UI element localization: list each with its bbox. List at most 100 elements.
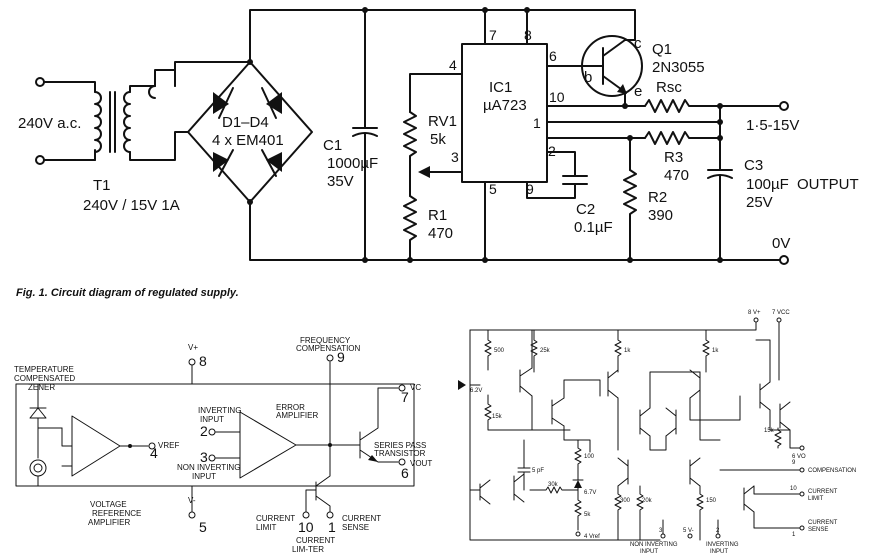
svg-text:8: 8 (524, 27, 532, 43)
capacitor-c1 (352, 9, 378, 261)
q1-part: 2N3055 (652, 59, 705, 76)
r3-value: 470 (664, 167, 689, 184)
svg-text:25k: 25k (540, 348, 551, 354)
svg-text:AMPLIFIER: AMPLIFIER (88, 518, 130, 527)
c3-value: 100µF (746, 176, 789, 193)
svg-text:LIMIT: LIMIT (256, 523, 277, 532)
r2-value: 390 (648, 207, 673, 224)
error-amplifier (239, 411, 297, 479)
svg-text:6: 6 (401, 465, 409, 481)
ac-input-terminal-bottom (35, 155, 45, 165)
svg-text:4: 4 (150, 445, 158, 461)
svg-text:NON INVERTING: NON INVERTING (630, 542, 678, 548)
output-label: OUTPUT (797, 176, 859, 193)
svg-text:8 V+: 8 V+ (748, 310, 761, 316)
svg-text:REFERENCE: REFERENCE (92, 509, 141, 518)
svg-text:TEMPERATURE: TEMPERATURE (14, 365, 74, 374)
svg-text:9: 9 (337, 349, 345, 365)
output-terminal-ground (779, 255, 789, 265)
svg-text:20k: 20k (642, 498, 653, 504)
svg-text:V-: V- (188, 496, 196, 505)
svg-text:VOUT: VOUT (410, 459, 432, 468)
svg-text:1k: 1k (624, 348, 631, 354)
ac-input-label: 240V a.c. (18, 115, 81, 132)
svg-text:VC: VC (410, 383, 421, 392)
ic1-box (461, 43, 548, 183)
svg-text:FREQUENCY: FREQUENCY (300, 336, 351, 345)
r2-ref: R2 (648, 189, 667, 206)
svg-text:1: 1 (792, 532, 796, 538)
r3-ref: R3 (664, 149, 683, 166)
svg-text:1: 1 (328, 519, 336, 535)
svg-text:30k: 30k (548, 482, 559, 488)
bridge-rectifier (154, 61, 313, 203)
svg-text:3: 3 (200, 449, 208, 465)
transformer-ref: T1 (93, 177, 111, 194)
ac-input-terminal-top (35, 77, 45, 87)
svg-text:7 VCC: 7 VCC (772, 310, 790, 316)
ua723-internal-schematic: 8 V+ 7 VCC 500 25k 1k 1k 6.2V 15k (458, 310, 856, 555)
ic1-ref: IC1 (489, 79, 512, 96)
svg-text:15k: 15k (492, 414, 503, 420)
figure-caption: Fig. 1. Circuit diagram of regulated sup… (16, 287, 239, 299)
svg-text:500: 500 (494, 348, 505, 354)
svg-text:V+: V+ (188, 343, 198, 352)
q1-ref: Q1 (652, 41, 672, 58)
voltage-reference-amplifier (71, 415, 121, 477)
svg-text:4: 4 (449, 57, 457, 73)
svg-text:CURRENT: CURRENT (296, 536, 335, 545)
svg-text:5: 5 (199, 519, 207, 535)
bridge-ref: D1–D4 (222, 114, 269, 131)
output-terminal-positive (779, 101, 789, 111)
svg-text:INPUT: INPUT (192, 472, 216, 481)
c1-value: 1000µF (327, 155, 378, 172)
svg-text:CURRENT: CURRENT (808, 489, 838, 495)
svg-text:b: b (584, 69, 592, 86)
svg-text:CURRENT: CURRENT (342, 514, 381, 523)
svg-text:15k: 15k (764, 428, 775, 434)
svg-text:3: 3 (451, 149, 459, 165)
svg-text:SENSE: SENSE (342, 523, 369, 532)
svg-text:COMPENSATION: COMPENSATION (296, 344, 361, 353)
svg-text:INPUT: INPUT (640, 549, 658, 555)
rv1-ref: RV1 (428, 113, 457, 130)
svg-text:INPUT: INPUT (200, 415, 224, 424)
svg-text:300: 300 (620, 498, 631, 504)
c2-ref: C2 (576, 201, 595, 218)
c1-voltage: 35V (327, 173, 354, 190)
svg-text:7: 7 (401, 389, 409, 405)
svg-text:SENSE: SENSE (808, 527, 828, 533)
svg-text:8: 8 (199, 353, 207, 369)
svg-text:1: 1 (533, 115, 541, 131)
ground-label: 0V (772, 235, 790, 252)
svg-text:COMPENSATED: COMPENSATED (14, 374, 75, 383)
c3-voltage: 25V (746, 194, 773, 211)
svg-text:VOLTAGE: VOLTAGE (90, 500, 127, 509)
svg-text:10: 10 (298, 519, 314, 535)
svg-text:150: 150 (706, 498, 717, 504)
svg-text:10: 10 (549, 89, 565, 105)
svg-text:6 VO: 6 VO (792, 454, 806, 460)
svg-text:1k: 1k (712, 348, 719, 354)
block-outline (15, 383, 415, 487)
svg-text:6.2V: 6.2V (470, 388, 482, 394)
svg-text:AMPLIFIER: AMPLIFIER (276, 411, 318, 420)
svg-text:COMPENSATION: COMPENSATION (808, 468, 856, 474)
svg-text:4 Vref: 4 Vref (584, 534, 600, 540)
svg-text:c: c (634, 35, 642, 52)
bridge-spec: 4 x EM401 (212, 132, 284, 149)
ua723-block-diagram: TEMPERATURE COMPENSATED ZENER VREF 4 VOL… (14, 336, 432, 554)
svg-text:7: 7 (489, 27, 497, 43)
svg-text:3: 3 (659, 528, 663, 534)
ic1-part: µA723 (483, 97, 527, 114)
svg-text:2: 2 (200, 423, 208, 439)
svg-text:INVERTING: INVERTING (198, 406, 241, 415)
r1-value: 470 (428, 225, 453, 242)
svg-text:VREF: VREF (158, 441, 179, 450)
svg-text:9: 9 (792, 460, 796, 466)
svg-text:LIM-TER: LIM-TER (292, 545, 324, 554)
svg-text:6.7V: 6.7V (584, 490, 596, 496)
svg-text:9: 9 (526, 181, 534, 197)
c3-ref: C3 (744, 157, 763, 174)
